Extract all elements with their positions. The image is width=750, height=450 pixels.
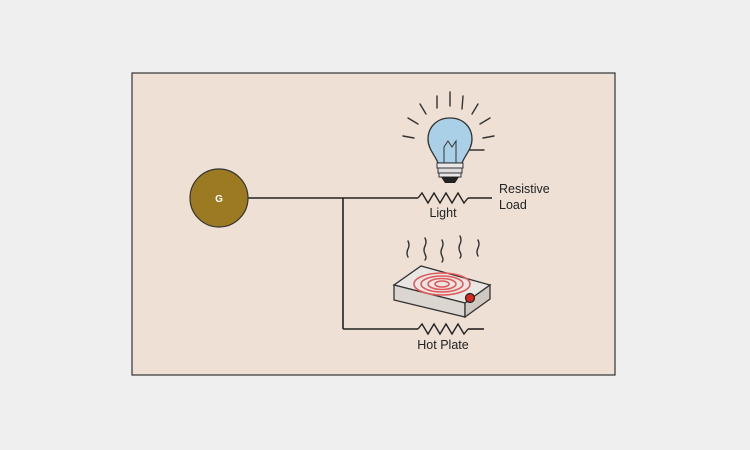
heat-waves	[406, 235, 480, 263]
circuit-wires	[248, 197, 492, 330]
light-label: Light	[429, 206, 457, 220]
resistive-load-label-line1: Resistive	[499, 182, 550, 196]
resistor-icon	[417, 191, 469, 205]
hot-plate-icon	[392, 265, 492, 319]
light-bulb-icon	[402, 91, 495, 183]
resistive-load-label-line2: Load	[499, 198, 527, 212]
hot-plate-label: Hot Plate	[417, 338, 468, 352]
generator-icon: G	[189, 168, 249, 228]
knob-icon	[464, 292, 476, 304]
generator-label: G	[215, 194, 223, 205]
resistor-icon	[417, 322, 469, 336]
